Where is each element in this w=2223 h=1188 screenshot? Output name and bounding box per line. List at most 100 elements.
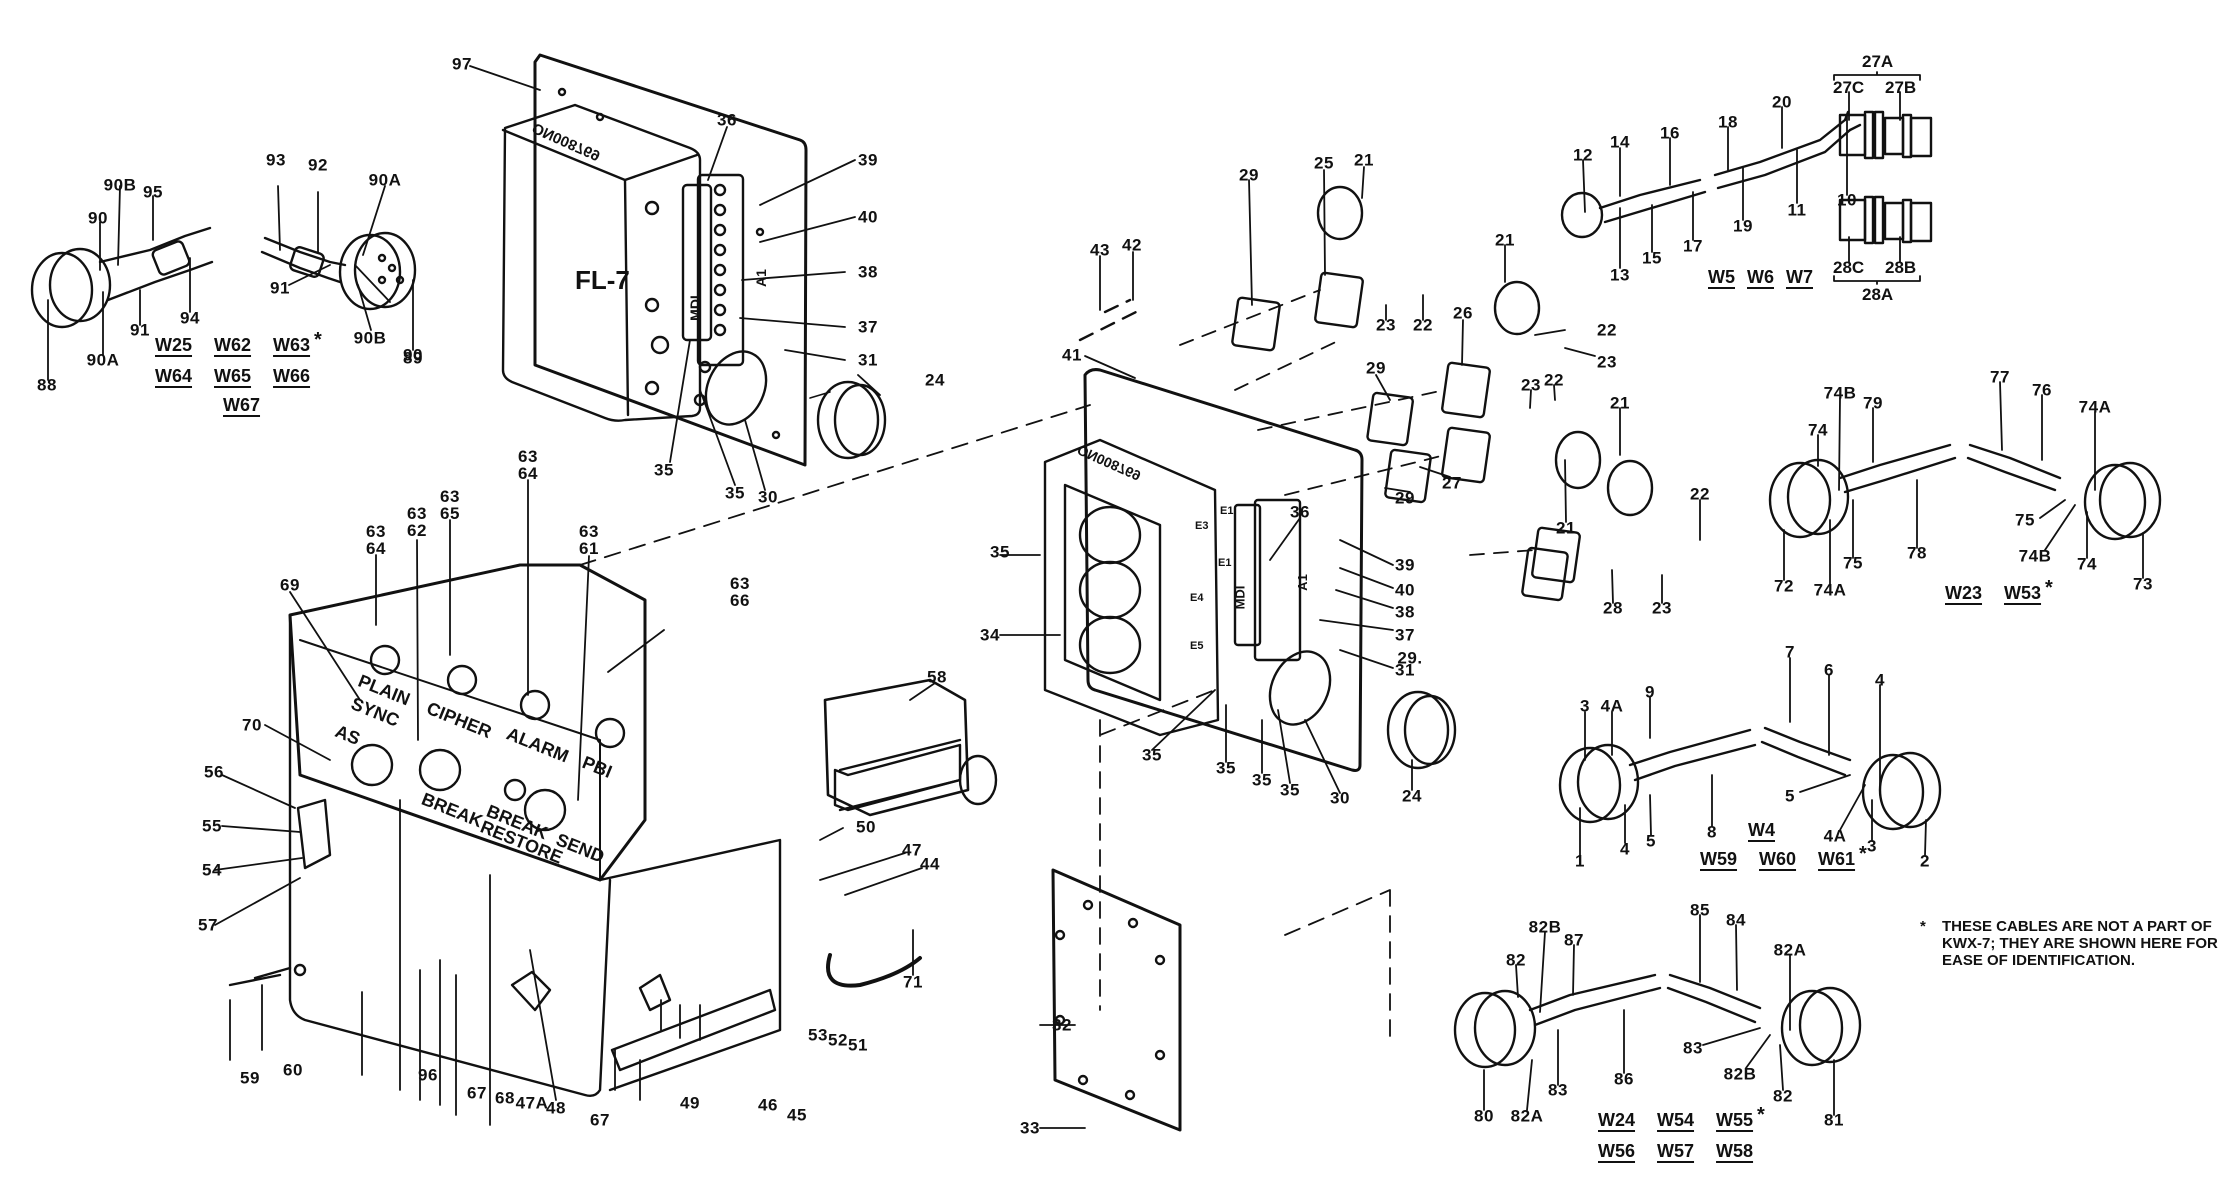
label-28c: 28C	[1833, 258, 1865, 277]
callout-c72: 72	[1774, 576, 1794, 596]
round-connector-30	[704, 350, 768, 426]
gasket-29	[1231, 296, 1281, 352]
callout-c88: 88	[37, 375, 57, 395]
receptacle-28	[1531, 526, 1581, 584]
callout-c51: 51	[848, 1035, 868, 1055]
a1-connector-rear	[1253, 498, 1302, 662]
callout-c19: 19	[1733, 216, 1753, 236]
callout-c90a: 90	[88, 208, 108, 228]
callout-c89: 89	[403, 348, 423, 368]
callout-c37a: 37	[858, 317, 878, 337]
callout-c39b: 39	[1395, 555, 1415, 575]
cable-id: W56	[1598, 1141, 1636, 1161]
callout-c49: 49	[680, 1093, 700, 1113]
cable-id: W66	[273, 366, 311, 386]
cable-id: W55	[1716, 1110, 1754, 1130]
callout-c6: 6	[1824, 660, 1834, 680]
callout-c37b: 37	[1395, 625, 1415, 645]
callout-c35c: 35	[990, 542, 1010, 562]
cover-plate-32	[1051, 868, 1182, 1132]
switch-pbi	[594, 717, 626, 749]
a1-label: A1	[752, 269, 769, 287]
callout-c70: 70	[242, 715, 262, 735]
callout-c82b1: 82B	[1528, 917, 1562, 937]
fl7-module	[501, 53, 887, 467]
callout-c67a: 67	[467, 1083, 487, 1103]
callout-c97: 97	[452, 54, 472, 74]
cable-id: W63	[273, 335, 311, 355]
connector-88	[30, 251, 94, 329]
connector-80	[1453, 991, 1517, 1069]
callout-c24a: 24	[925, 370, 945, 390]
callout-c82b2: 82B	[1723, 1064, 1757, 1084]
callout-c82a1: 82A	[1773, 940, 1807, 960]
callout-c22d: 22	[1690, 484, 1710, 504]
callout-c90a1: 90A	[368, 170, 402, 190]
callout-c94: 94	[180, 308, 200, 328]
callout-c13: 13	[1610, 265, 1630, 285]
callout-c26: 26	[1453, 303, 1473, 323]
label-27a: 27A	[1862, 52, 1894, 71]
front-panel-outline	[288, 563, 647, 882]
callout-c90b2: 90B	[353, 328, 387, 348]
callout-c74b1: 74B	[1823, 383, 1857, 403]
cable-id: W67	[223, 395, 261, 415]
cable-id: W53	[2004, 583, 2042, 603]
callout-c21d: 21	[1610, 393, 1630, 413]
callout-c36a: 36	[717, 110, 737, 130]
terminal-e1: E1	[1220, 505, 1234, 517]
callout-c20: 20	[1772, 92, 1792, 112]
connector-89	[353, 231, 417, 309]
label-27c: 27C	[1833, 78, 1865, 97]
callout-c76: 76	[2032, 380, 2052, 400]
fl7-box-edge	[623, 178, 630, 417]
callout-c5b: 5	[1785, 786, 1795, 806]
callout-c84: 84	[1726, 910, 1746, 930]
terminal-e4: E4	[1190, 592, 1204, 604]
lamp-as	[350, 743, 394, 787]
connector-2	[1878, 751, 1942, 829]
cable-assembly-1-2	[1558, 726, 1942, 831]
connector-12	[1560, 191, 1604, 239]
callout-c43: 43	[1090, 240, 1110, 260]
callout-c23a: 23	[1376, 315, 1396, 335]
cable-id: W60	[1759, 849, 1797, 869]
callout-c35a: 35	[654, 460, 674, 480]
callout-c74a: 74	[1808, 420, 1828, 440]
cable-assembly-88-89	[30, 226, 417, 329]
rear-module	[1043, 368, 1457, 1132]
a1-label-rear: A1	[1294, 574, 1310, 591]
callout-c79: 79	[1863, 393, 1883, 413]
connector-1	[1558, 746, 1622, 824]
mdi-label: MDI	[686, 295, 703, 321]
callout-c30a: 30	[758, 487, 778, 507]
callout-c45: 45	[787, 1105, 807, 1125]
fl7-title: FL-7	[575, 265, 630, 295]
callout-c6366: 63 66	[730, 574, 750, 610]
callout-c35e: 35	[1216, 758, 1236, 778]
callout-c86: 86	[1614, 1069, 1634, 1089]
callout-c78: 78	[1907, 543, 1927, 563]
callout-c59: 59	[240, 1068, 260, 1088]
callout-c4a: 4	[1875, 670, 1885, 690]
callout-c73: 73	[2133, 574, 2153, 594]
cable-id: W57	[1657, 1141, 1695, 1161]
callout-c29d: 29.	[1397, 648, 1423, 668]
callout-c24b: 24	[1402, 786, 1422, 806]
receptacle-25	[1314, 271, 1364, 329]
cable-assembly-72-73	[1768, 443, 2162, 541]
terminal-e5: E5	[1190, 640, 1204, 652]
cable-id: W62	[214, 335, 252, 355]
callout-c6365: 63 65	[440, 487, 460, 523]
callout-c9: 9	[1645, 682, 1655, 702]
callout-c1: 1	[1575, 851, 1585, 871]
callout-c60: 60	[283, 1060, 303, 1080]
switch-cipher	[446, 664, 478, 696]
rear-mounting-plate	[1083, 368, 1364, 772]
callout-c96: 96	[418, 1065, 438, 1085]
connectors-panel-group	[1078, 185, 1654, 602]
callout-c80: 80	[1474, 1106, 1494, 1126]
receptacle-26	[1441, 361, 1491, 419]
